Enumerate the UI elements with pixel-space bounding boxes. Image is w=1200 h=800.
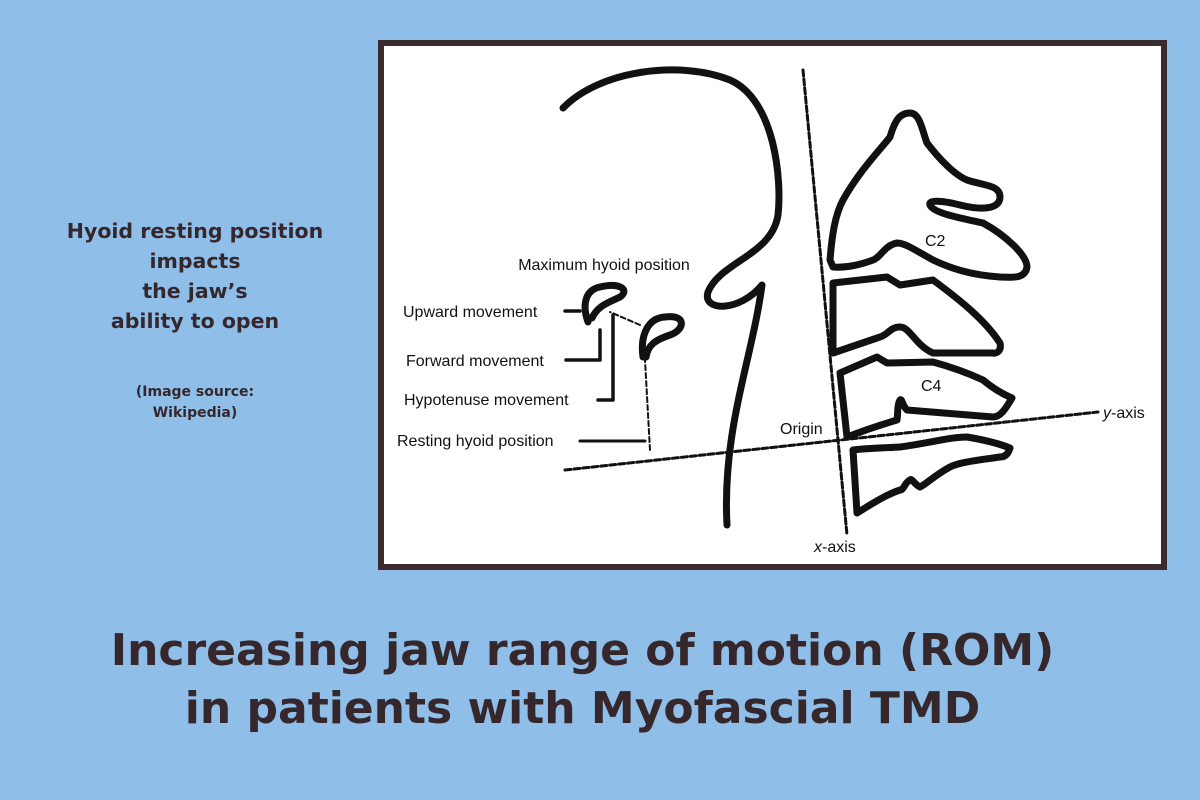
label-c2: C2 bbox=[925, 233, 946, 250]
x-axis-line bbox=[801, 68, 849, 537]
diagram-frame bbox=[378, 40, 1167, 570]
side-caption-line: Hyoid resting position bbox=[66, 219, 324, 243]
image-source: (Image source: Wikipedia) bbox=[20, 382, 370, 424]
x-axis-var: x bbox=[813, 539, 823, 556]
forward-leader bbox=[564, 328, 602, 362]
label-hypotenuse: Hypotenuse movement bbox=[404, 392, 569, 409]
main-title: Increasing jaw range of motion (ROM) in … bbox=[0, 622, 1165, 738]
label-x-axis: x-axis bbox=[813, 539, 856, 556]
main-title-line: Increasing jaw range of motion (ROM) bbox=[110, 625, 1055, 676]
image-source-line: (Image source: bbox=[135, 384, 255, 400]
side-caption-line: the jaw’s bbox=[142, 279, 248, 303]
x-axis-suffix: -axis bbox=[822, 539, 856, 556]
image-source-line: Wikipedia) bbox=[152, 405, 238, 421]
label-upward: Upward movement bbox=[403, 304, 538, 321]
label-forward: Forward movement bbox=[406, 353, 544, 370]
max-hyoid-shape bbox=[581, 281, 628, 326]
side-caption: Hyoid resting position impacts the jaw’s… bbox=[20, 216, 370, 336]
label-origin: Origin bbox=[780, 421, 823, 438]
vertebra-c5 bbox=[849, 433, 1014, 517]
vertebra-c2 bbox=[826, 109, 1031, 281]
hyoid-track bbox=[644, 359, 651, 451]
label-resting: Resting hyoid position bbox=[397, 433, 554, 450]
y-axis-line bbox=[563, 410, 1100, 472]
label-c4: C4 bbox=[921, 378, 942, 395]
y-axis-var: y bbox=[1102, 405, 1112, 422]
vertebra-c3 bbox=[829, 273, 1004, 357]
main-title-line: in patients with Myofascial TMD bbox=[184, 683, 981, 734]
side-caption-line: ability to open bbox=[110, 309, 280, 333]
y-axis-suffix: -axis bbox=[1111, 405, 1145, 422]
label-max-hyoid: Maximum hyoid position bbox=[518, 257, 690, 274]
side-caption-line: impacts bbox=[149, 249, 241, 273]
head-profile bbox=[559, 66, 783, 529]
hypotenuse-leader bbox=[596, 313, 615, 402]
resting-hyoid-shape bbox=[638, 313, 685, 361]
vertebra-c4 bbox=[836, 353, 1016, 441]
hypotenuse-track bbox=[609, 311, 641, 326]
label-y-axis: y-axis bbox=[1102, 405, 1145, 422]
